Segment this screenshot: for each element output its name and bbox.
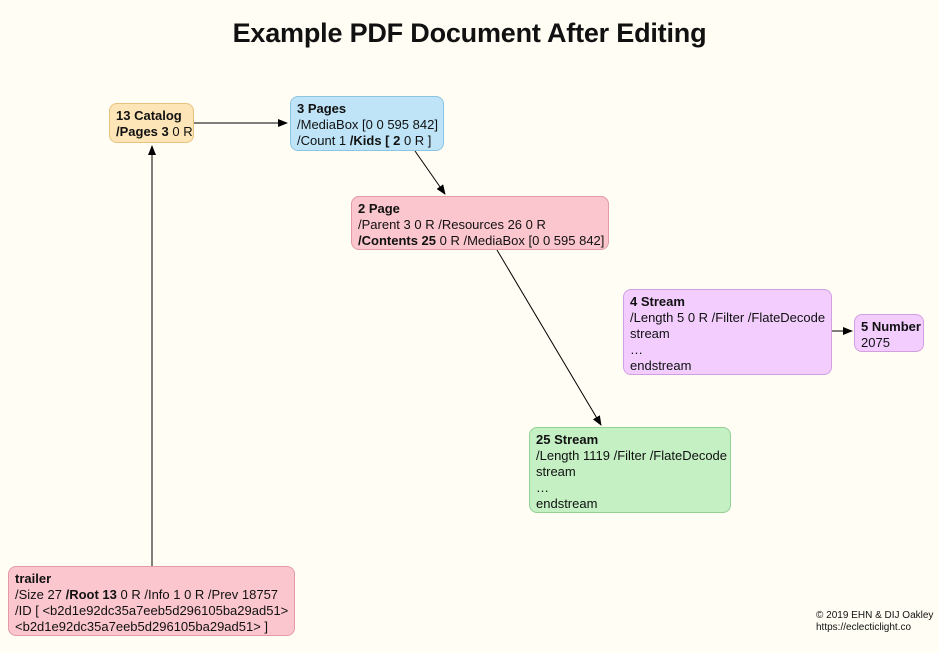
node-pages-count: /Count 1 [297,133,350,148]
node-number-5: 5 Number 2075 [854,314,924,352]
node-trailer-size: /Size 27 [15,587,66,602]
node-pages-header: 3 Pages [297,101,347,116]
node-stream-25-stream: stream [536,464,576,479]
node-page-parent: /Parent 3 0 R /Resources 26 0 R [358,217,546,232]
node-page: 2 Page /Parent 3 0 R /Resources 26 0 R /… [351,196,609,250]
copyright-line: © 2019 EHN & DIJ Oakley [816,610,934,621]
copyright-url: https://eclecticlight.co [816,622,912,633]
node-stream-4: 4 Stream /Length 5 0 R /Filter /FlateDec… [623,289,832,375]
node-trailer-root-key: /Root 13 [65,587,117,602]
node-pages-kids-key: /Kids [ 2 [349,133,401,148]
node-stream-25-header: 25 Stream [536,432,599,447]
node-stream-25-endstream: endstream [536,496,598,511]
node-stream-4-endstream: endstream [630,358,692,373]
arrow-pages-to-page [414,150,446,195]
node-catalog-pages-ref: 0 R [168,124,193,139]
node-number-5-value: 2075 [861,335,890,350]
node-trailer-id-1: /ID [ <b2d1e92dc35a7eeb5d296105ba29ad51> [15,603,289,618]
node-stream-25-ellipsis: … [536,480,549,495]
node-pages-kids-ref: 0 R ] [400,133,432,148]
node-stream-25-dict: /Length 1119 /Filter /FlateDecode [536,448,728,463]
node-pages-mediabox: /MediaBox [0 0 595 842] [297,117,438,132]
arrow-page-to-stream25 [496,249,602,426]
node-trailer-header: trailer [15,571,52,586]
node-trailer-root-ref: 0 R /Info 1 0 R /Prev 18757 [116,587,279,602]
node-stream-4-dict: /Length 5 0 R /Filter /FlateDecode [630,310,826,325]
node-catalog-pages-key: /Pages 3 [116,124,169,139]
node-pages: 3 Pages /MediaBox [0 0 595 842] /Count 1… [290,96,444,151]
node-page-contents-key: /Contents 25 [358,233,437,248]
node-stream-4-header: 4 Stream [630,294,685,309]
node-trailer-id-2: <b2d1e92dc35a7eeb5d296105ba29ad51> ] [15,619,269,634]
node-stream-25: 25 Stream /Length 1119 /Filter /FlateDec… [529,427,731,513]
node-stream-4-ellipsis: … [630,342,643,357]
node-catalog: 13 Catalog /Pages 3 0 R [109,103,194,143]
node-trailer: trailer /Size 27 /Root 13 0 R /Info 1 0 … [8,566,295,636]
copyright-notice: © 2019 EHN & DIJ Oakley https://eclectic… [816,610,933,634]
node-number-5-header: 5 Number [861,319,921,334]
diagram-title: Example PDF Document After Editing [232,18,707,48]
node-page-contents-ref: 0 R /MediaBox [0 0 595 842] [436,233,605,248]
node-stream-4-stream: stream [630,326,670,341]
node-catalog-header: 13 Catalog [116,108,182,123]
node-page-header: 2 Page [358,201,400,216]
